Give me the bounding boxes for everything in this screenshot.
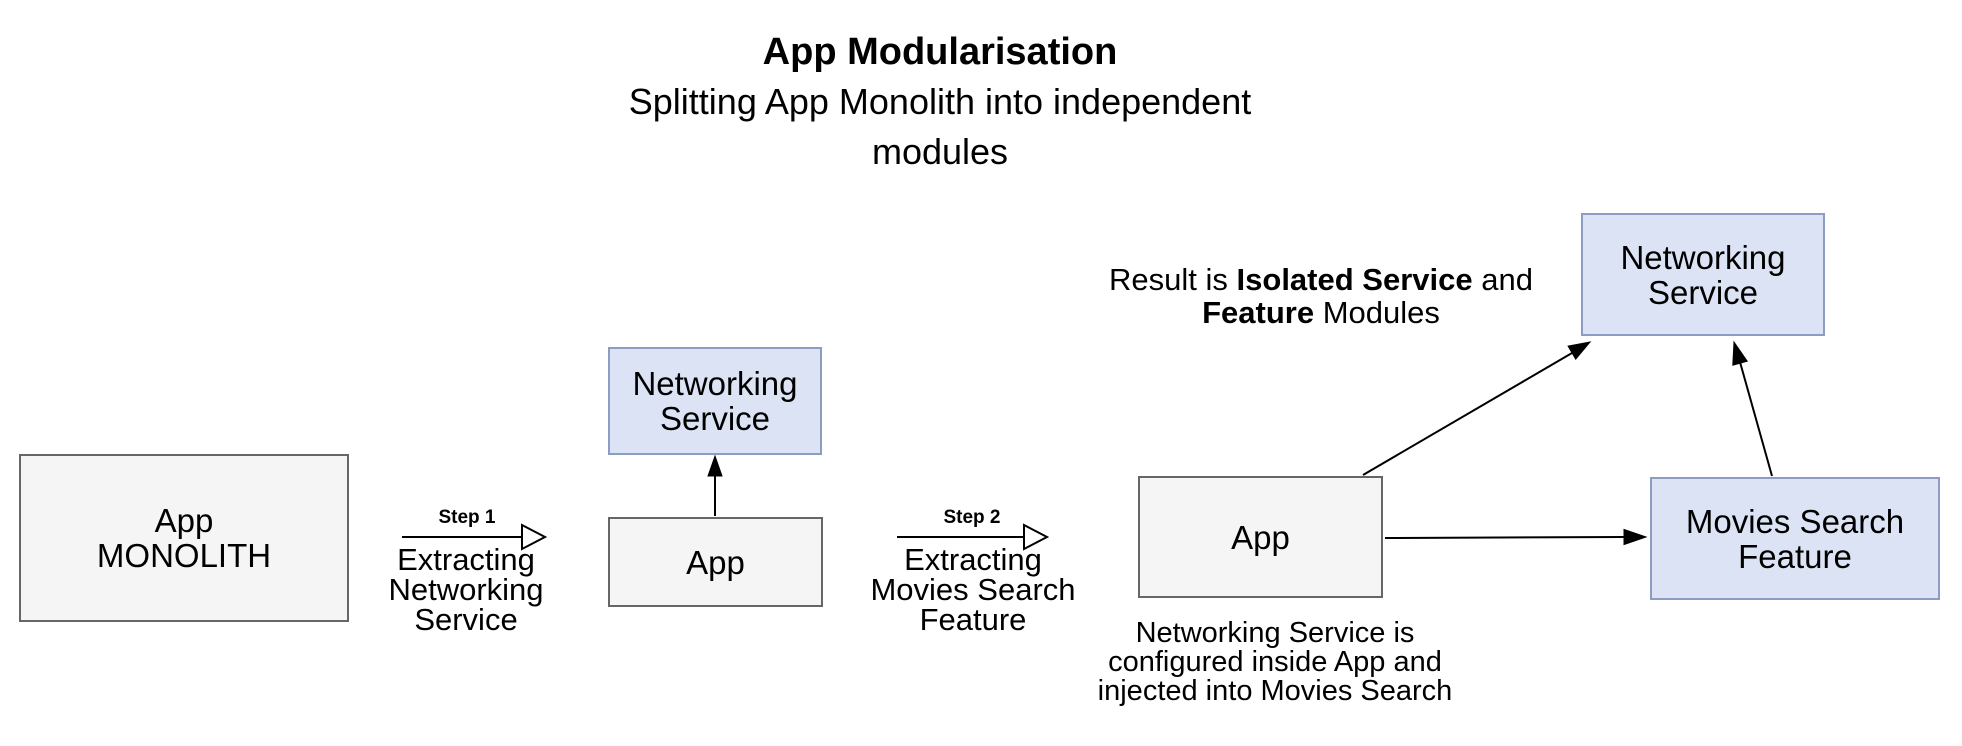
step2-label: Step 2 <box>943 507 1001 528</box>
arrow-movies-to-networking-line <box>1739 361 1773 477</box>
result-annotation-part3: and <box>1472 262 1533 297</box>
result-annotation-part2: Isolated Service <box>1236 262 1473 297</box>
result-annotation-part4: Feature <box>1202 295 1315 330</box>
node-movies-search-feature-label: Movies Search Feature <box>1685 502 1905 575</box>
step2-description: Extracting Movies Search Feature <box>870 542 1076 637</box>
node-app-monolith-label: App MONOLITH <box>96 502 272 574</box>
node-networking-service-step1-label: Networking Service <box>632 365 798 437</box>
arrow-app-to-networking-head-icon <box>1567 341 1592 360</box>
step1-label: Step 1 <box>438 507 496 528</box>
arrow-mid-app-to-networking-head-icon <box>707 454 723 477</box>
diagram-title-block: App Modularisation Splitting App Monolit… <box>440 27 1440 177</box>
diagram-subtitle-line2: modules <box>871 131 1009 172</box>
node-app-final: App <box>1138 476 1383 598</box>
injection-note: Networking Service is configured inside … <box>1097 617 1453 707</box>
arrow-movies-to-networking-head-icon <box>1732 340 1749 366</box>
result-annotation-part5: Modules <box>1314 295 1440 330</box>
arrow-app-to-movies-head-icon <box>1623 528 1648 546</box>
result-annotation-part1: Result is <box>1109 262 1237 297</box>
node-networking-service-final: Networking Service <box>1581 213 1825 336</box>
node-app-monolith: App MONOLITH <box>19 454 349 622</box>
node-app-step1-label: App <box>686 543 745 581</box>
diagram-title: App Modularisation <box>762 31 1118 73</box>
arrow-app-to-networking-line <box>1362 352 1573 476</box>
node-app-step1: App <box>608 517 823 607</box>
node-app-final-label: App <box>1231 518 1290 556</box>
node-movies-search-feature: Movies Search Feature <box>1650 477 1940 600</box>
step1-description: Extracting Networking Service <box>388 542 544 637</box>
node-networking-service-step1: Networking Service <box>608 347 822 455</box>
diagram-subtitle-line1: Splitting App Monolith into independent <box>628 81 1252 122</box>
node-networking-service-final-label: Networking Service <box>1620 238 1786 311</box>
arrow-app-to-movies-line <box>1384 536 1625 539</box>
